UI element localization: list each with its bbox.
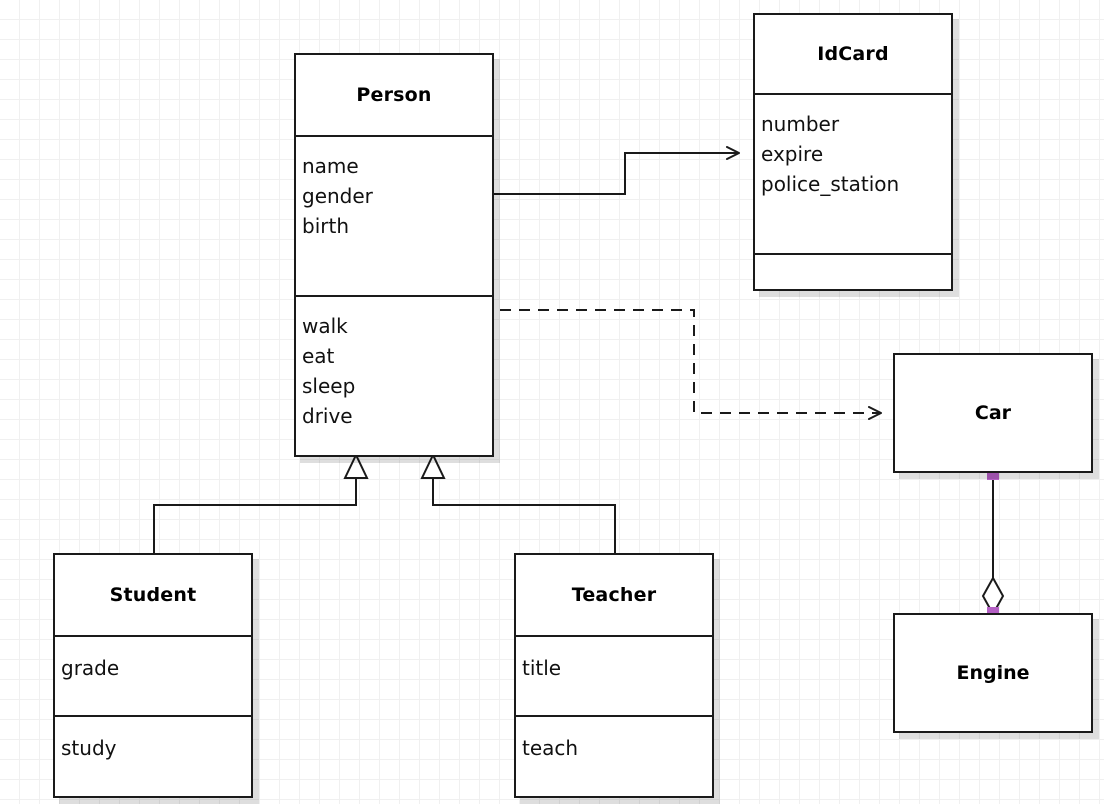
operation-item: drive bbox=[302, 404, 353, 428]
edge-car-engine[interactable] bbox=[981, 474, 1005, 617]
class-name-label: Teacher bbox=[571, 584, 657, 606]
edge-teacher-person[interactable] bbox=[420, 452, 616, 553]
edge-person-idcard[interactable] bbox=[494, 146, 740, 195]
attribute-item: gender bbox=[302, 184, 373, 208]
class-car[interactable]: Car bbox=[893, 353, 1093, 473]
operation-item: sleep bbox=[302, 374, 356, 398]
operation-item: teach bbox=[522, 736, 579, 760]
class-person-attributes: name gender birth bbox=[296, 135, 492, 295]
class-person-title: Person bbox=[296, 55, 492, 135]
edge-person-car[interactable] bbox=[500, 309, 882, 420]
class-name-label: Person bbox=[356, 84, 432, 106]
class-idcard-operations bbox=[755, 253, 951, 289]
attribute-item: grade bbox=[61, 656, 120, 680]
class-student-operations: study bbox=[55, 715, 251, 796]
class-person[interactable]: Person name gender birth walk eat sleep … bbox=[294, 53, 494, 457]
class-student[interactable]: Student grade study bbox=[53, 553, 253, 798]
class-name-label: Car bbox=[974, 402, 1012, 424]
class-engine[interactable]: Engine bbox=[893, 613, 1093, 733]
attribute-item: police_station bbox=[761, 172, 900, 196]
class-student-attributes: grade bbox=[55, 635, 251, 715]
class-teacher[interactable]: Teacher title teach bbox=[514, 553, 714, 798]
class-idcard[interactable]: IdCard number expire police_station bbox=[753, 13, 953, 291]
operation-item: walk bbox=[302, 314, 348, 338]
class-name-label: Student bbox=[109, 584, 197, 606]
class-person-operations: walk eat sleep drive bbox=[296, 295, 492, 455]
attribute-item: birth bbox=[302, 214, 349, 238]
class-student-title: Student bbox=[55, 555, 251, 635]
class-name-label: Engine bbox=[956, 662, 1030, 684]
operation-item: eat bbox=[302, 344, 335, 368]
attribute-item: name bbox=[302, 154, 359, 178]
class-idcard-title: IdCard bbox=[755, 15, 951, 93]
operation-item: study bbox=[61, 736, 117, 760]
class-teacher-attributes: title bbox=[516, 635, 712, 715]
attribute-item: number bbox=[761, 112, 840, 136]
attribute-item: expire bbox=[761, 142, 824, 166]
class-teacher-operations: teach bbox=[516, 715, 712, 796]
edge-student-person[interactable] bbox=[153, 452, 369, 553]
attribute-item: title bbox=[522, 656, 562, 680]
class-name-label: IdCard bbox=[817, 43, 889, 65]
class-teacher-title: Teacher bbox=[516, 555, 712, 635]
class-idcard-attributes: number expire police_station bbox=[755, 93, 951, 253]
